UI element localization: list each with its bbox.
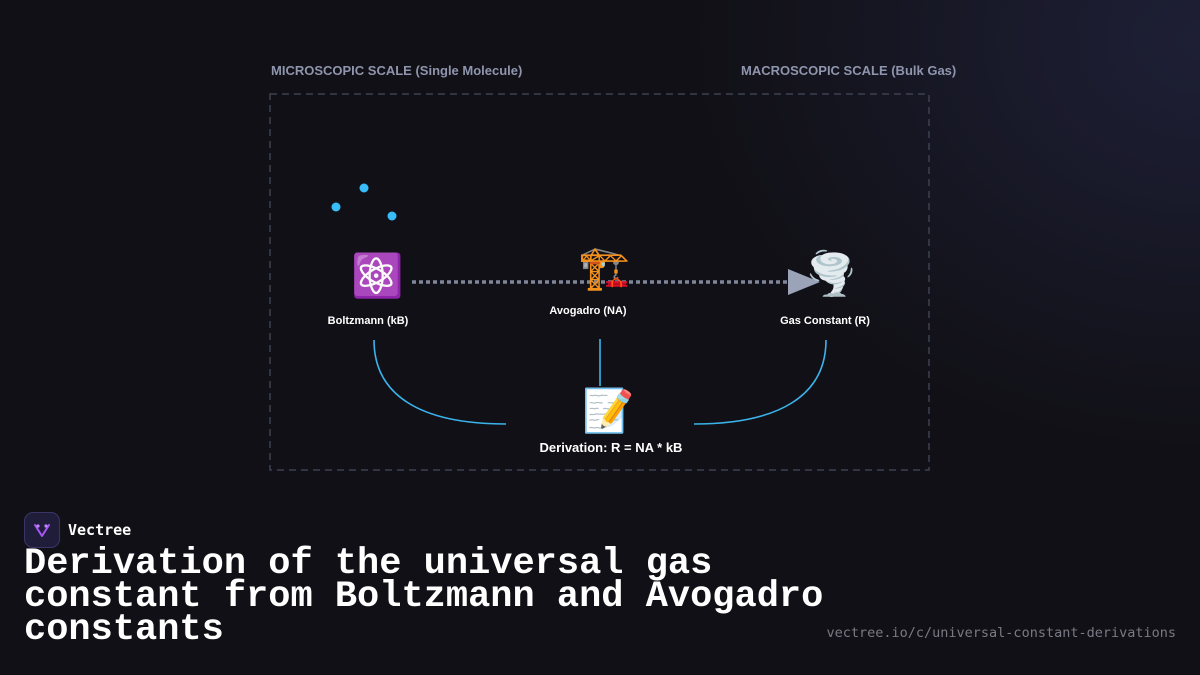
gas-constant-to-derivation-connector [693, 339, 827, 425]
memo-icon: 📝 [582, 386, 635, 435]
microscopic-scale-label: MICROSCOPIC SCALE (Single Molecule) [271, 63, 523, 78]
brand: Vectree [24, 512, 131, 548]
construction-crane-icon: 🏗️ [578, 243, 631, 292]
vectree-logo-icon [24, 512, 60, 548]
scale-frame [269, 93, 930, 471]
atom-icon: ⚛️ [351, 251, 404, 300]
boltzmann-label: Boltzmann (kB) [327, 315, 409, 327]
molecule-particle [331, 202, 341, 212]
tornado-icon: 🌪️ [805, 249, 858, 298]
page-title: Derivation of the universal gas constant… [24, 543, 824, 651]
brand-name: Vectree [68, 521, 132, 539]
molecule-particle [359, 183, 369, 193]
arrowhead-icon [788, 269, 820, 295]
page-url[interactable]: vectree.io/c/universal-constant-derivati… [826, 625, 1177, 641]
derivation-label: Derivation: R = NA * kB [539, 440, 683, 455]
molecule-particle [387, 211, 397, 221]
boltzmann-to-derivation-connector [373, 339, 507, 425]
macroscopic-scale-label: MACROSCOPIC SCALE (Bulk Gas) [741, 63, 957, 78]
gas-constant-label: Gas Constant (R) [780, 315, 870, 327]
avogadro-label: Avogadro (NA) [549, 305, 627, 317]
